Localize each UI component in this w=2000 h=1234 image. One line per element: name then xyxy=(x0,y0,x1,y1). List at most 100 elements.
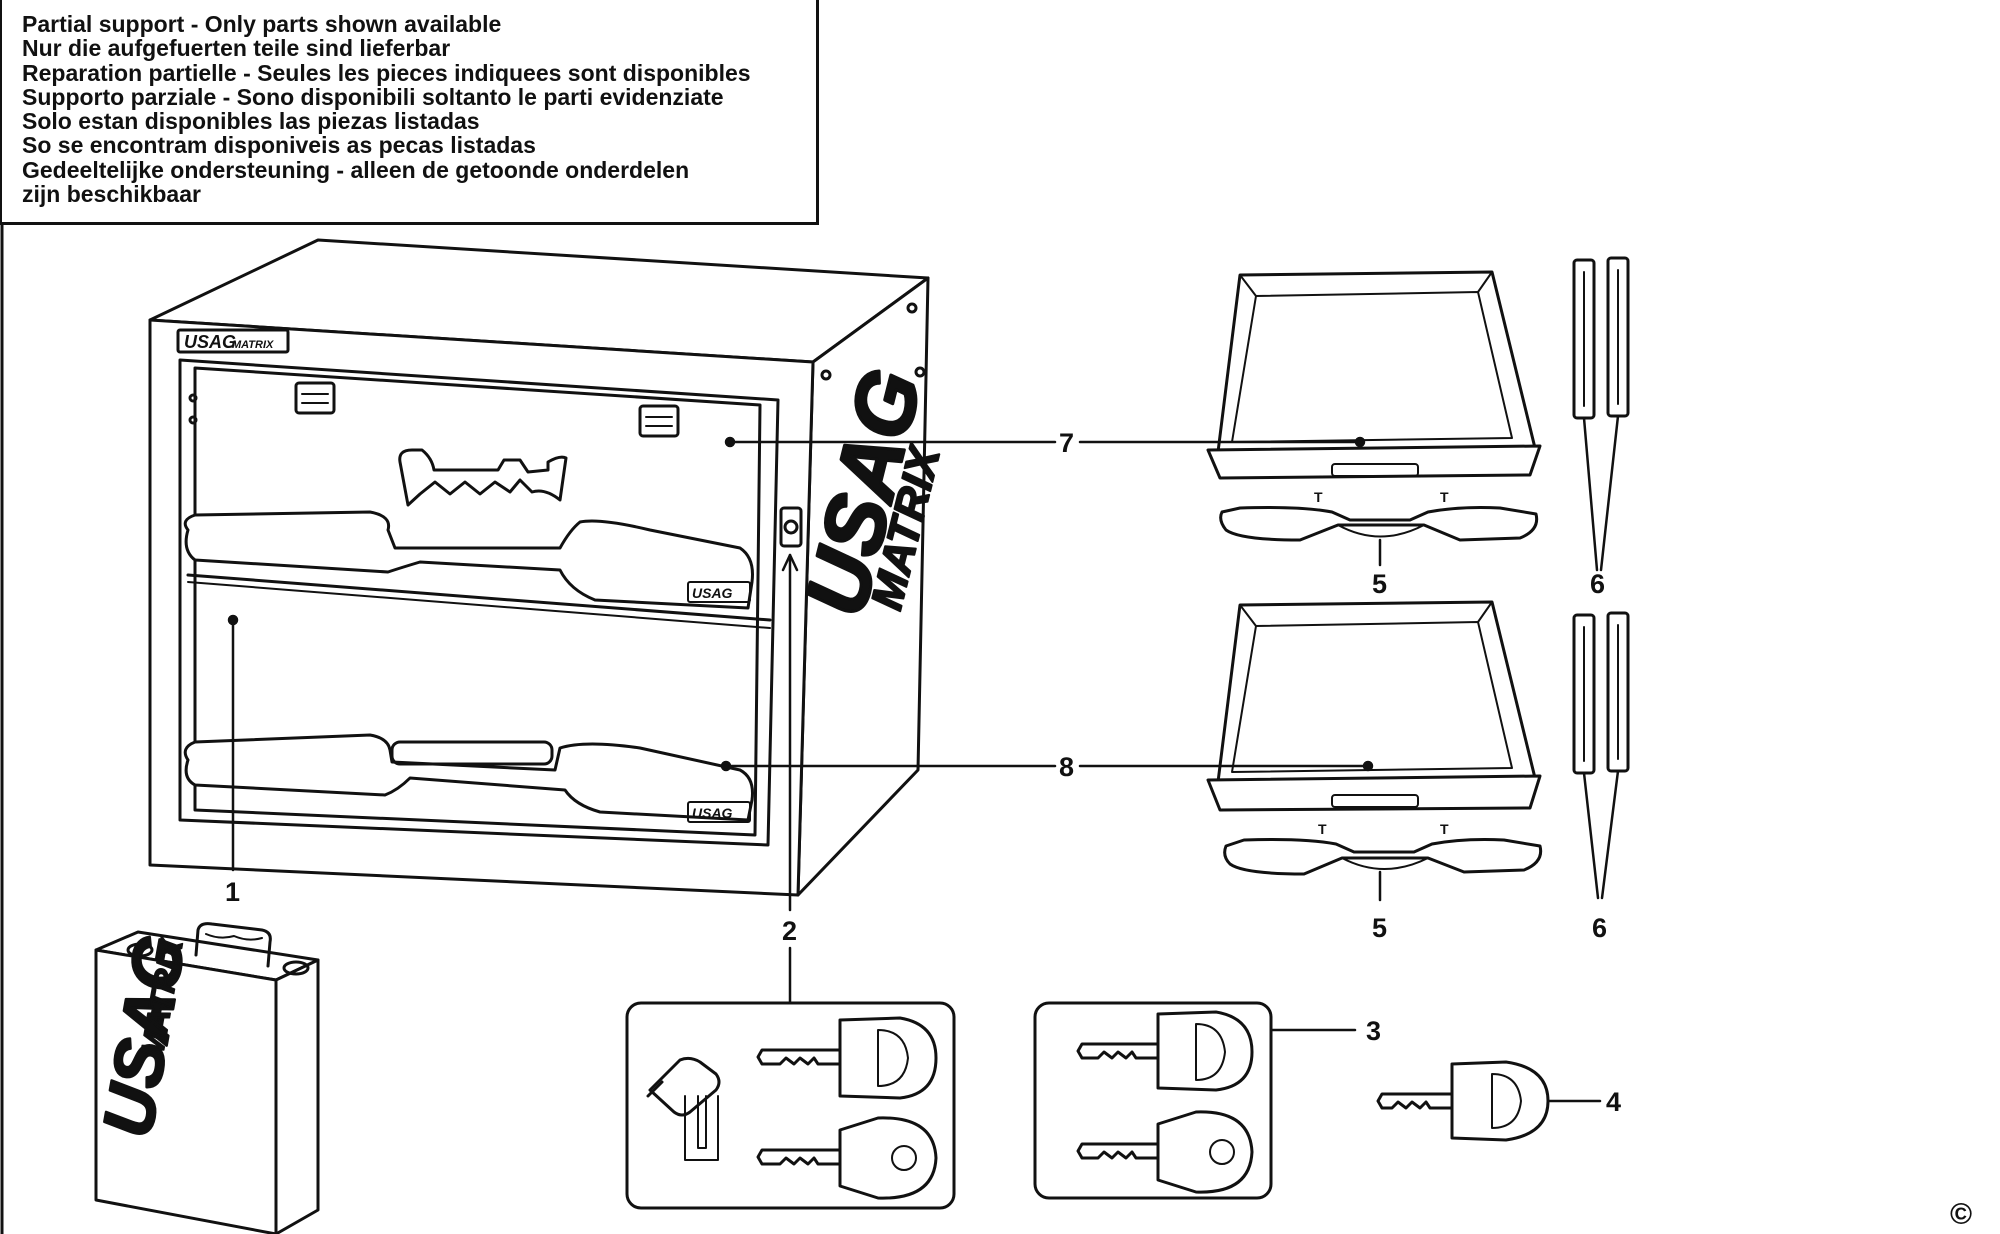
notice-line-nl-cont: zijn beschikbaar xyxy=(22,181,201,208)
drawer-8-corner xyxy=(1239,604,1257,627)
cabinet-lock xyxy=(779,506,803,548)
handle-bar-lower-shape xyxy=(1223,838,1543,876)
lower-drawer-front xyxy=(183,733,754,822)
upper-drawer-front xyxy=(183,510,754,610)
drawer-8-rim xyxy=(1216,600,1537,784)
leader-6b-r xyxy=(1600,769,1620,900)
key-set-3 xyxy=(1033,1001,1273,1200)
key-4-head xyxy=(1450,1060,1550,1142)
leader-6a-l xyxy=(1582,416,1599,572)
brand-plate-usag: USAG xyxy=(184,332,236,352)
callout-4: 4 xyxy=(1606,1087,1621,1117)
leader-7-dot-a xyxy=(724,436,736,448)
leader-lines xyxy=(227,414,1620,1103)
drawer-8 xyxy=(1206,600,1542,812)
brand-plate xyxy=(176,328,290,354)
callout-7: 7 xyxy=(1059,428,1074,458)
cabinet-front-frame xyxy=(178,358,780,847)
leader-8-dot-a xyxy=(720,760,732,772)
upper-drawer-badge-usag: USAG xyxy=(692,585,733,601)
drawer-7-corner xyxy=(1239,274,1257,297)
upper-drawer-badge xyxy=(687,581,751,603)
lower-drawer-badge-usag: USAG xyxy=(692,805,733,821)
drawer-8-inner xyxy=(1231,621,1513,773)
handle-bar-upper-tab: T xyxy=(1314,489,1323,505)
case-latch-left xyxy=(126,942,154,958)
callout-2: 2 xyxy=(782,916,797,946)
case-front xyxy=(94,948,278,1234)
handle-bar-lower-tab: T xyxy=(1318,821,1327,837)
drawer-8-corner xyxy=(1477,601,1493,623)
lower-drawer-handle-grip xyxy=(390,740,554,766)
leader-1-dot xyxy=(227,614,239,626)
cabinet-lock-cylinder xyxy=(783,519,799,535)
lock-kit-2-key-a-head xyxy=(838,1016,938,1100)
notice-line-nl: Gedeeltelijke ondersteuning - alleen de … xyxy=(22,156,690,183)
cabinet-lower-drawer: USAG xyxy=(183,733,754,823)
key-head-slot xyxy=(1491,1073,1522,1129)
availability-notice: Partial support - Only parts shown avail… xyxy=(0,0,819,225)
key-4-blade xyxy=(1376,1092,1454,1110)
cabinet-hole xyxy=(906,302,918,314)
leader-6b-l xyxy=(1582,771,1600,900)
key-head-slot xyxy=(877,1029,909,1087)
drawer-8-front xyxy=(1206,774,1542,812)
drawer-slides-upper xyxy=(1572,256,1630,420)
leader-7-dot-b xyxy=(1354,436,1366,448)
leader-2-arrow xyxy=(781,553,799,572)
drawer-8-label-slot xyxy=(1331,794,1419,808)
case-handle xyxy=(194,922,272,968)
key-head-hole xyxy=(891,1145,917,1171)
cabinet-hole xyxy=(914,366,926,378)
cabinet-hole xyxy=(188,393,198,403)
leader-6a-r xyxy=(1599,414,1620,572)
cabinet-hole xyxy=(820,369,832,381)
drawer-7-inner xyxy=(1231,291,1513,443)
callout-5-upper: 5 xyxy=(1372,569,1387,599)
key-set-3-key-b-head xyxy=(1156,1110,1254,1194)
copyright-mark: © xyxy=(1950,1198,1972,1231)
handle-bar-upper-grip xyxy=(1337,524,1425,538)
notice-line-it: Supporto parziale - Sono disponibili sol… xyxy=(22,83,724,110)
callout-6-lower: 6 xyxy=(1592,913,1607,943)
cabinet-opening xyxy=(193,366,762,837)
case-latch-right xyxy=(282,960,310,976)
lock-clip xyxy=(684,1095,719,1161)
cabinet-hole xyxy=(188,415,198,425)
drawer-7-front xyxy=(1206,444,1542,480)
handle-bar-lower-tab: T xyxy=(1440,821,1449,837)
case-handle-grip xyxy=(205,933,263,941)
cabinet-upper-drawer: USAG xyxy=(183,448,754,610)
key-4 xyxy=(1376,1060,1550,1142)
callout-8: 8 xyxy=(1059,752,1074,782)
bracket-right xyxy=(638,404,680,438)
handle-bar-lower-grip xyxy=(1341,857,1429,870)
drawer-7-rim xyxy=(1216,270,1537,454)
handle-bar-upper-tab: T xyxy=(1440,489,1449,505)
notice-line-pt: So se encontram disponiveis as pecas lis… xyxy=(22,132,536,159)
drawer-slides-lower xyxy=(1572,611,1630,775)
drawer-7 xyxy=(1206,270,1542,480)
carry-case: USAG MATRIX xyxy=(87,922,320,1234)
notice-line-es: Solo estan disponibles las piezas listad… xyxy=(22,108,480,135)
callout-1: 1 xyxy=(225,877,240,907)
brand-plate-matrix: MATRIX xyxy=(232,339,274,351)
notice-line-en: Partial support - Only parts shown avail… xyxy=(22,11,502,37)
notice-line-de: Nur die aufgefuerten teile sind lieferba… xyxy=(22,35,451,62)
key-set-3-key-a-head xyxy=(1156,1010,1254,1092)
key-head-slot xyxy=(1195,1023,1226,1081)
callout-6-upper: 6 xyxy=(1590,569,1605,599)
cabinet-shelf-divider-edge xyxy=(187,581,771,629)
upper-drawer-handle xyxy=(398,448,568,507)
cabinet-shelf-divider xyxy=(186,573,772,622)
leader-8-dot-b xyxy=(1362,760,1374,772)
callout-5-lower: 5 xyxy=(1372,913,1387,943)
handle-bar-upper-shape xyxy=(1219,506,1539,542)
key-head-hole xyxy=(1209,1139,1235,1165)
lock-cylinder-pin xyxy=(646,1080,664,1098)
drawer-7-corner xyxy=(1477,271,1493,293)
lock-kit-2-key-b-head xyxy=(838,1116,938,1200)
handle-bar-upper: T T xyxy=(1219,489,1539,542)
lower-drawer-badge xyxy=(687,801,751,823)
